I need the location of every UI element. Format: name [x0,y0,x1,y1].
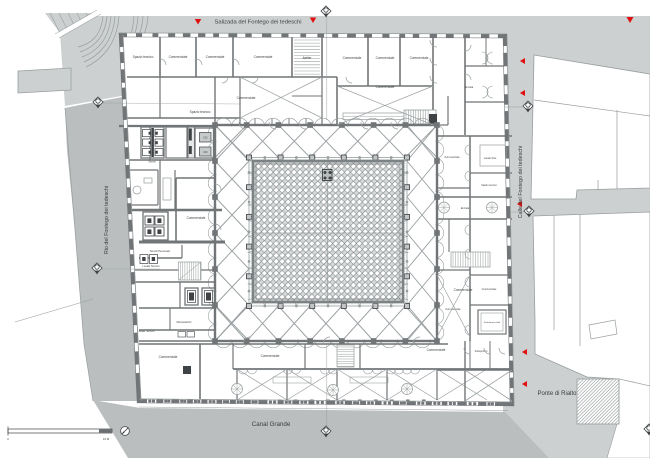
svg-text:Montacarichi: Montacarichi [177,320,192,324]
svg-text:Commerciale: Commerciale [482,288,497,291]
svg-text:Spazio tecnico: Spazio tecnico [190,110,211,114]
svg-text:Entrata: Entrata [461,206,470,210]
svg-text:Commerciale: Commerciale [454,288,473,292]
svg-text:Spazio tecnico: Spazio tecnico [481,184,497,187]
svg-text:Atelier: Atelier [302,56,312,60]
svg-text:Spazio tecnico: Spazio tecnico [133,55,154,59]
svg-text:Piattaforma ribalt: Piattaforma ribalt [484,321,501,324]
svg-text:Servizi: Servizi [148,161,156,164]
svg-text:Entrata: Entrata [465,85,474,89]
svg-text:Commerciale: Commerciale [410,56,429,60]
svg-text:Commerciale: Commerciale [187,216,206,220]
svg-text:Locale Snst: Locale Snst [484,157,497,160]
svg-text:Commerciale: Commerciale [343,56,362,60]
svg-text:Commerciale: Commerciale [206,55,225,59]
svg-text:Calle del Fontego dei tedeschi: Calle del Fontego dei tedeschi [518,146,524,219]
svg-text:Commerciale: Commerciale [444,155,460,159]
svg-text:Commerciale: Commerciale [237,96,256,100]
svg-text:Commerciale: Commerciale [159,355,178,359]
svg-text:Commerciale: Commerciale [376,56,395,60]
svg-text:Commerciale: Commerciale [261,354,280,358]
svg-text:Commerciale: Commerciale [445,307,461,311]
svg-text:Canal Grande: Canal Grande [252,421,291,428]
svg-text:Commerciale: Commerciale [254,55,273,59]
svg-text:Commerciale: Commerciale [427,348,446,352]
svg-text:Servizi Personale: Servizi Personale [150,249,171,253]
svg-text:Commerciale: Commerciale [169,55,188,59]
svg-text:Ponte di Rialto: Ponte di Rialto [537,391,577,397]
svg-text:0: 0 [7,437,9,441]
svg-text:Locale Tecnico: Locale Tecnico [137,329,155,333]
svg-text:10 M: 10 M [103,437,110,441]
svg-text:Commerciale: Commerciale [376,85,395,89]
svg-text:Rio del Fontego dei tedeschi: Rio del Fontego dei tedeschi [104,186,110,254]
svg-text:C03: C03 [203,151,208,154]
svg-text:Locale Tecnico: Locale Tecnico [142,264,160,268]
svg-text:Sottoportico: Sottoportico [475,350,488,353]
svg-text:C02: C02 [203,137,208,140]
svg-text:Salizada del Fontego dei tedes: Salizada del Fontego dei tedeschi [214,20,301,26]
